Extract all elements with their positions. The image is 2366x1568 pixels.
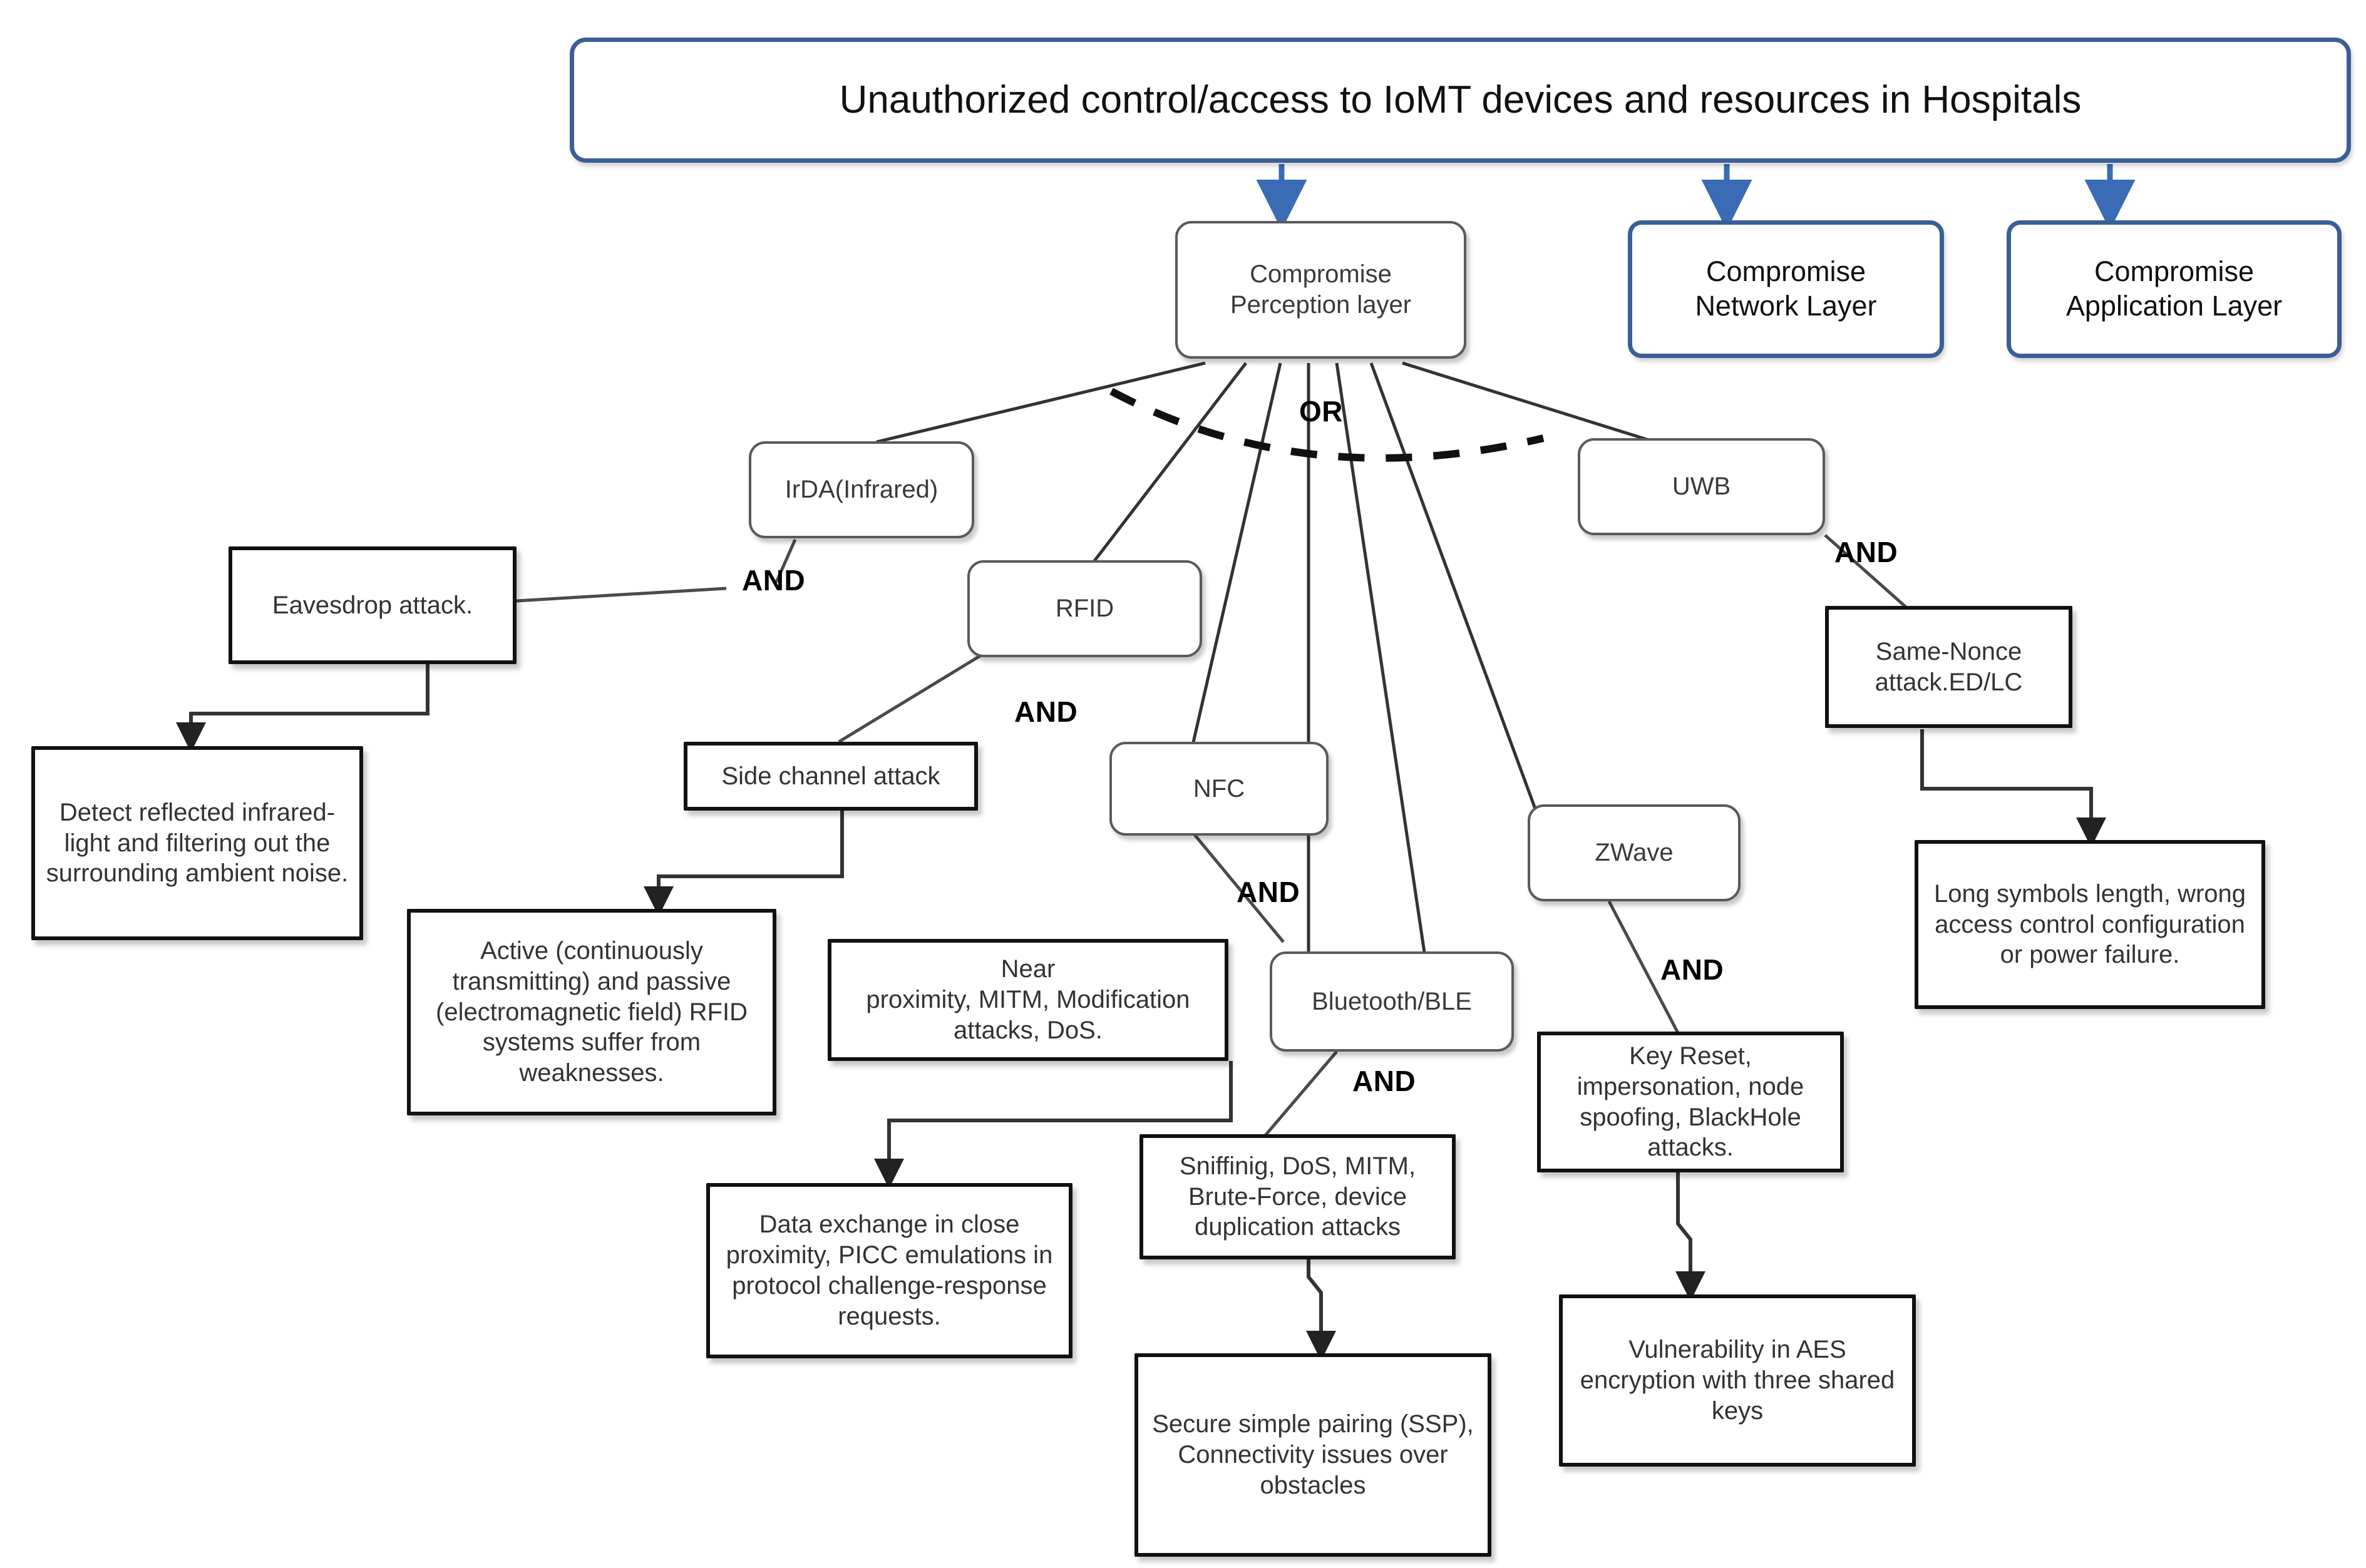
gate-and-zwave: AND <box>1660 953 1724 986</box>
node-key-reset-attacks[interactable]: Key Reset, impersonation, node spoofing,… <box>1537 1032 1844 1172</box>
node-secure-simple-pairing-label: Secure simple pairing (SSP), Connectivit… <box>1152 1410 1474 1499</box>
root-goal-node[interactable]: Unauthorized control/access to IoMT devi… <box>570 38 2351 163</box>
node-sniffing-dos-mitm-label: Sniffinig, DoS, MITM, Brute-Force, devic… <box>1179 1152 1416 1241</box>
node-active-passive-rfid-label: Active (continuously transmitting) and p… <box>436 937 748 1087</box>
node-long-symbols-length[interactable]: Long symbols length, wrong access contro… <box>1915 840 2265 1009</box>
node-irda-label: IrDA(Infrared) <box>784 476 939 504</box>
node-aes-vulnerability-label: Vulnerability in AES encryption with thr… <box>1580 1336 1895 1425</box>
node-rfid-label: RFID <box>1055 595 1114 623</box>
node-nfc-label: NFC <box>1193 774 1245 802</box>
node-data-exchange-picc[interactable]: Data exchange in close proximity, PICC e… <box>706 1183 1072 1358</box>
node-uwb[interactable]: UWB <box>1578 438 1825 535</box>
gate-and-rfid: AND <box>1014 695 1078 728</box>
node-bluetooth-ble-label: Bluetooth/BLE <box>1312 987 1472 1015</box>
node-uwb-label: UWB <box>1672 473 1731 501</box>
node-detect-reflected-infrared-label: Detect reflected infrared-light and filt… <box>46 798 349 888</box>
node-nfc[interactable]: NFC <box>1109 742 1329 836</box>
node-eavesdrop-attack[interactable]: Eavesdrop attack. <box>229 546 517 664</box>
node-secure-simple-pairing[interactable]: Secure simple pairing (SSP), Connectivit… <box>1134 1353 1491 1557</box>
node-irda[interactable]: IrDA(Infrared) <box>749 441 974 538</box>
node-side-channel-attack-label: Side channel attack <box>721 762 940 790</box>
root-goal-label: Unauthorized control/access to IoMT devi… <box>839 78 2082 122</box>
node-side-channel-attack[interactable]: Side channel attack <box>684 742 978 811</box>
node-rfid[interactable]: RFID <box>967 560 1202 657</box>
node-zwave[interactable]: ZWave <box>1528 804 1741 901</box>
gate-and-bluetooth: AND <box>1352 1065 1416 1097</box>
gate-and-nfc: AND <box>1237 876 1300 908</box>
node-long-symbols-length-label: Long symbols length, wrong access contro… <box>1933 879 2246 969</box>
node-aes-vulnerability[interactable]: Vulnerability in AES encryption with thr… <box>1559 1294 1916 1467</box>
node-key-reset-attacks-label: Key Reset, impersonation, node spoofing,… <box>1576 1042 1804 1162</box>
node-eavesdrop-attack-label: Eavesdrop attack. <box>272 591 473 619</box>
node-active-passive-rfid[interactable]: Active (continuously transmitting) and p… <box>407 909 776 1115</box>
node-bluetooth-ble[interactable]: Bluetooth/BLE <box>1270 951 1514 1052</box>
node-data-exchange-picc-label: Data exchange in close proximity, PICC e… <box>726 1211 1053 1330</box>
node-sniffing-dos-mitm[interactable]: Sniffinig, DoS, MITM, Brute-Force, devic… <box>1139 1134 1456 1259</box>
gate-or-root: OR <box>1299 395 1343 428</box>
node-zwave-label: ZWave <box>1595 839 1674 867</box>
gate-and-uwb: AND <box>1834 536 1898 568</box>
node-detect-reflected-infrared[interactable]: Detect reflected infrared-light and filt… <box>31 746 363 940</box>
gate-and-irda: AND <box>742 564 806 597</box>
